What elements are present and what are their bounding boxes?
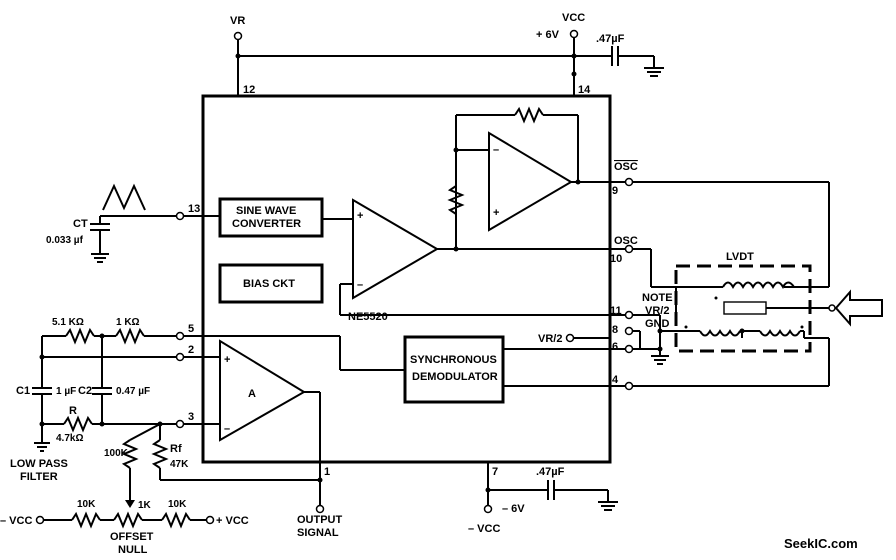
ne5520-part-label: NE5520 — [348, 311, 388, 323]
r1k-pot-label: 1K — [138, 500, 152, 511]
ct-label: CT — [73, 218, 88, 230]
vcc-label: VCC — [562, 12, 585, 24]
plus-sign-upper: + — [493, 207, 499, 219]
pos-vcc-right-label: + VCC — [216, 515, 249, 527]
c2-value-label: 0.47 µF — [116, 386, 150, 397]
c2-label: C2 — [78, 385, 92, 397]
lvdt-label: LVDT — [726, 251, 754, 263]
top-cap-label: .47µF — [596, 33, 625, 45]
lvdt-transducer — [674, 264, 883, 353]
r10k-left-label: 10K — [77, 499, 96, 510]
bias-ckt-block — [218, 263, 324, 304]
sine-wave-line1: SINE WAVE — [236, 205, 296, 217]
bottom-cap-label: .47µF — [536, 466, 565, 478]
plus-6v-label: + 6V — [536, 29, 560, 41]
r1k-top-label: 1 KΩ — [116, 317, 140, 328]
pin-1-label: 1 — [324, 466, 330, 478]
pin-11-label: 11 — [610, 305, 622, 317]
rf-value-label: 47K — [170, 459, 189, 470]
c1-value-label: 1 µF — [56, 386, 76, 397]
right-pins — [624, 177, 634, 391]
negative-supply-net — [483, 462, 618, 514]
c1-label: C1 — [16, 385, 30, 397]
watermark-text: SeekIC.com — [784, 536, 858, 551]
synchronous-demodulator-block — [403, 335, 505, 404]
neg-vcc-left-label: – VCC — [0, 515, 32, 527]
plus-sign-middle: + — [357, 210, 363, 222]
minus-6v-label: – 6V — [502, 503, 525, 515]
sine-wave-line2: CONVERTER — [232, 218, 301, 230]
offset-caption-line2: NULL — [118, 544, 148, 556]
amplifier-a: + – — [219, 339, 325, 514]
pin-3-label: 3 — [188, 411, 194, 423]
sync-demod-line2: DEMODULATOR — [412, 371, 498, 383]
offset-caption-line1: OFFSET — [110, 531, 154, 543]
bias-ckt-label: BIAS CKT — [243, 278, 295, 290]
minus-sign-upper: – — [493, 144, 499, 156]
oscillator-amplifier: – + — [447, 106, 625, 250]
vr2-input-net — [565, 333, 610, 343]
vcc-supply-net — [569, 29, 664, 96]
pin-2-label: 2 — [188, 344, 194, 356]
pin-13-label: 13 — [188, 203, 200, 215]
minus-vcc-label: – VCC — [468, 523, 500, 535]
vr-label: VR — [230, 15, 245, 27]
ne5520-chip-outline — [201, 94, 612, 464]
osc-bar-label: OSC — [614, 161, 638, 173]
converter-amplifier: + – — [322, 198, 625, 316]
pin-11-8-6-net — [633, 314, 700, 365]
low-pass-filter — [32, 327, 220, 452]
r-value-label: 4.7kΩ — [56, 433, 83, 444]
pin-10-label: 10 — [610, 253, 622, 265]
r10k-right-label: 10K — [168, 499, 187, 510]
osc-bar-net — [633, 181, 830, 288]
sine-wave-converter-block — [218, 197, 324, 238]
minus-sign-middle: – — [357, 279, 363, 291]
gnd-label: GND — [645, 318, 670, 330]
pin-12-label: 12 — [243, 84, 255, 96]
pin-14-label: 14 — [578, 84, 591, 96]
pin-7-label: 7 — [492, 466, 498, 478]
note-vr2-label: VR/2 — [645, 305, 669, 317]
r-label: R — [69, 405, 77, 417]
note-label: NOTE — [642, 292, 673, 304]
lpf-caption-line1: LOW PASS — [10, 458, 68, 470]
demodulator-connections — [503, 337, 830, 387]
triangle-wave-icon — [102, 183, 146, 211]
minus-sign-a: – — [224, 423, 230, 435]
output-caption-line2: SIGNAL — [297, 527, 339, 539]
lvdt-core — [723, 301, 767, 315]
sync-demod-line1: SYNCHRONOUS — [410, 354, 497, 366]
offset-null-network — [35, 421, 323, 529]
timing-capacitor-ct — [90, 183, 220, 263]
rf-label: Rf — [170, 443, 182, 455]
output-caption-line1: OUTPUT — [297, 514, 343, 526]
osc-label: OSC — [614, 235, 638, 247]
pin-5-net — [184, 335, 405, 371]
displacement-arrow-icon — [834, 289, 883, 327]
r100k-label: 100K — [104, 448, 129, 459]
pin-6-label: 6 — [612, 341, 618, 353]
r51k-label: 5.1 KΩ — [52, 317, 84, 328]
plus-sign-a: + — [224, 354, 230, 366]
pin-5-label: 5 — [188, 323, 194, 335]
vr-supply-net — [233, 31, 574, 96]
pin-8-label: 8 — [612, 324, 618, 336]
ct-value-label: 0.033 µf — [46, 235, 84, 246]
lpf-caption-line2: FILTER — [20, 471, 58, 483]
vr2-input-label: VR/2 — [538, 333, 562, 345]
pin-9-label: 9 — [612, 185, 618, 197]
pin-4-label: 4 — [612, 374, 619, 386]
osc-net — [633, 248, 723, 288]
amp-a-label: A — [248, 388, 256, 400]
